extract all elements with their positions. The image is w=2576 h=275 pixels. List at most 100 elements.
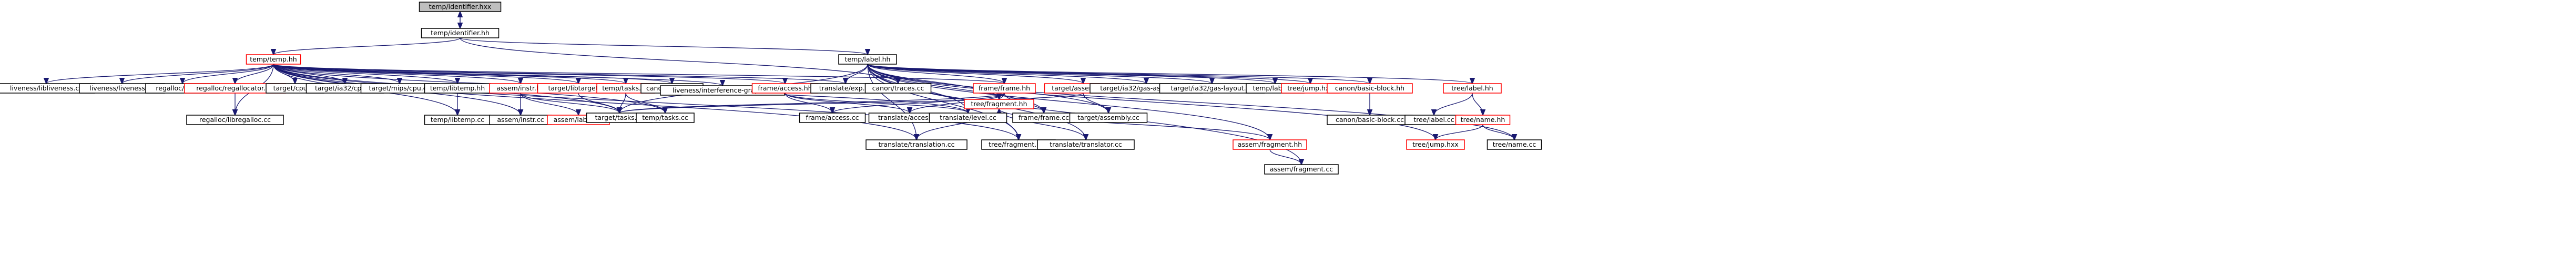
graph-node-assem-instr-cc[interactable]: assem/instr.cc (489, 115, 552, 125)
node-label: target/tasks.cc (595, 114, 644, 121)
graph-node-translate-translator-cc[interactable]: translate/translator.cc (1037, 139, 1135, 150)
edge-n3-to-n27 (867, 64, 1472, 84)
graph-node-tree-name-hh[interactable]: tree/name.hh (1455, 115, 1511, 125)
node-label: target/mips/cpu.cc (369, 84, 431, 92)
edge-n3-to-n22 (867, 64, 1146, 84)
node-label: temp/libtemp.cc (431, 116, 484, 124)
graph-node-canon-basic-block-hh[interactable]: canon/basic-block.hh (1327, 83, 1413, 94)
node-box (864, 83, 932, 94)
node-label: temp/identifier.hxx (429, 3, 492, 11)
edge-n12-to-n31 (520, 93, 578, 115)
graph-node-liveness-libliveness-cc[interactable]: liveness/libliveness.cc (0, 83, 95, 94)
graph-node-canon-basic-block-cc[interactable]: canon/basic-block.cc (1327, 115, 1413, 125)
edge-n3-to-n20 (867, 64, 1004, 84)
edge-n1-to-n2 (273, 37, 461, 55)
edge-n3-to-n37 (867, 64, 1044, 113)
node-label: translate/access.cc (878, 114, 941, 121)
graph-node-temp-tasks-hh[interactable]: temp/tasks.hh (596, 83, 655, 94)
node-label: canon/traces.cc (872, 84, 924, 92)
graph-node-tree-name-cc[interactable]: tree/name.cc (1486, 139, 1542, 150)
node-box (186, 115, 284, 125)
edge-n2-to-n44 (273, 64, 1019, 140)
edge-n20-to-n35 (910, 93, 1005, 113)
graph-node-temp-identifier-hxx[interactable]: temp/identifier.hxx (419, 2, 502, 12)
graph-node-tree-jump-hxx[interactable]: tree/jump.hxx (1281, 83, 1340, 94)
node-label: temp/identifier.hh (431, 29, 490, 37)
graph-node-assem-instr-hh[interactable]: assem/instr.hh (489, 83, 552, 94)
edge-n2-to-n10 (273, 64, 400, 84)
edge-n3-to-n47 (867, 64, 1435, 140)
edge-n12-to-n32 (520, 93, 619, 113)
node-box (246, 54, 301, 65)
graph-node-tree-jump-hxx[interactable]: tree/jump.hxx (1406, 139, 1465, 150)
node-box (1443, 83, 1502, 94)
edge-n27-to-n42 (1472, 93, 1483, 115)
graph-node-frame-frame-cc[interactable]: frame/frame.cc (1012, 113, 1075, 123)
edge-n3-to-n48 (867, 64, 1514, 140)
node-box (964, 99, 1034, 109)
graph-node-target-assembly-cc[interactable]: target/assembly.cc (1069, 113, 1148, 123)
node-label: assem/fragment.cc (1270, 165, 1333, 173)
node-label: frame/access.hh (758, 84, 812, 92)
graph-node-target-mips-cpu-cc[interactable]: target/mips/cpu.cc (360, 83, 439, 94)
edge-n3-to-n46 (867, 64, 1270, 140)
node-box (1069, 113, 1148, 123)
graph-node-temp-libtemp-cc[interactable]: temp/libtemp.cc (424, 115, 491, 125)
graph-node-regalloc-libregalloc-cc[interactable]: regalloc/libregalloc.cc (186, 115, 284, 125)
edge-n14-to-n33 (625, 93, 665, 113)
graph-node-temp-tasks-cc[interactable]: temp/tasks.cc (636, 113, 695, 123)
node-label: liveness/liveness.cc (89, 84, 154, 92)
graph-node-translate-translation-cc[interactable]: translate/translation.cc (866, 139, 968, 150)
node-label: frame/access.cc (806, 114, 859, 121)
node-box (929, 113, 1007, 123)
node-label: liveness/interference-graph.cc (673, 86, 772, 94)
edge-n2-to-n6 (182, 64, 274, 84)
node-label: regalloc/regallocator.hh (196, 84, 273, 92)
node-box (1455, 115, 1511, 125)
edge-n21-to-n38 (1083, 93, 1108, 113)
node-label: assem/instr.cc (497, 116, 544, 124)
graph-node-tree-label-cc[interactable]: tree/label.cc (1404, 115, 1463, 125)
graph-node-frame-access-cc[interactable]: frame/access.cc (799, 113, 866, 123)
edge-n20-to-n32 (619, 93, 1005, 113)
edge-n21-to-n32 (619, 93, 1084, 113)
graph-node-translate-level-cc[interactable]: translate/level.cc (929, 113, 1007, 123)
node-label: target/assembly.cc (1077, 114, 1139, 121)
graph-node-regalloc-regallocator-hh[interactable]: regalloc/regallocator.hh (184, 83, 286, 94)
graph-node-temp-temp-hh[interactable]: temp/temp.hh (246, 54, 301, 65)
node-box (1486, 139, 1542, 150)
node-label: frame/frame.cc (1019, 114, 1069, 121)
node-label: temp/temp.hh (250, 55, 297, 63)
node-label: translate/exp.cc (819, 84, 872, 92)
graph-node-temp-identifier-hh[interactable]: temp/identifier.hh (421, 28, 500, 38)
graph-node-temp-libtemp-hh[interactable]: temp/libtemp.hh (424, 83, 491, 94)
edge-n2-to-n4 (46, 64, 274, 84)
graph-node-target-ia32-gas-layout-cc[interactable]: target/ia32/gas-layout.cc (1159, 83, 1265, 94)
edge-n17-to-n36 (785, 93, 968, 113)
node-label: tree/label.hh (1451, 84, 1493, 92)
graph-node-frame-access-hh[interactable]: frame/access.hh (751, 83, 819, 94)
node-box (799, 113, 866, 123)
graph-node-assem-fragment-hh[interactable]: assem/fragment.hh (1233, 139, 1307, 150)
graph-node-frame-frame-hh[interactable]: frame/frame.hh (973, 83, 1036, 94)
node-label: translate/translator.cc (1050, 140, 1122, 148)
edge-n3-to-n21 (867, 64, 1083, 84)
edge-n46-to-n49 (1269, 149, 1301, 165)
graph-node-temp-label-hh[interactable]: temp/label.hh (838, 54, 897, 65)
node-label: assem/instr.hh (496, 84, 544, 92)
graph-node-tree-label-hh[interactable]: tree/label.hh (1443, 83, 1502, 94)
node-label: tree/jump.hxx (1412, 140, 1459, 148)
graph-node-tree-fragment-hxx[interactable]: tree/fragment.hxx (981, 139, 1056, 150)
edge-n27-to-n41 (1434, 93, 1473, 115)
node-box (636, 113, 695, 123)
edge-n3-to-n24 (867, 64, 1275, 84)
node-label: target/libtarget.hh (548, 84, 609, 92)
edge-n42-to-n47 (1435, 124, 1483, 140)
node-label: frame/frame.hh (979, 84, 1030, 92)
node-box (1037, 139, 1135, 150)
graph-node-canon-traces-cc[interactable]: canon/traces.cc (864, 83, 932, 94)
node-label: tree/label.cc (1413, 116, 1454, 124)
graph-node-assem-fragment-cc[interactable]: assem/fragment.cc (1264, 164, 1339, 175)
graph-node-tree-fragment-hh[interactable]: tree/fragment.hh (964, 99, 1034, 109)
